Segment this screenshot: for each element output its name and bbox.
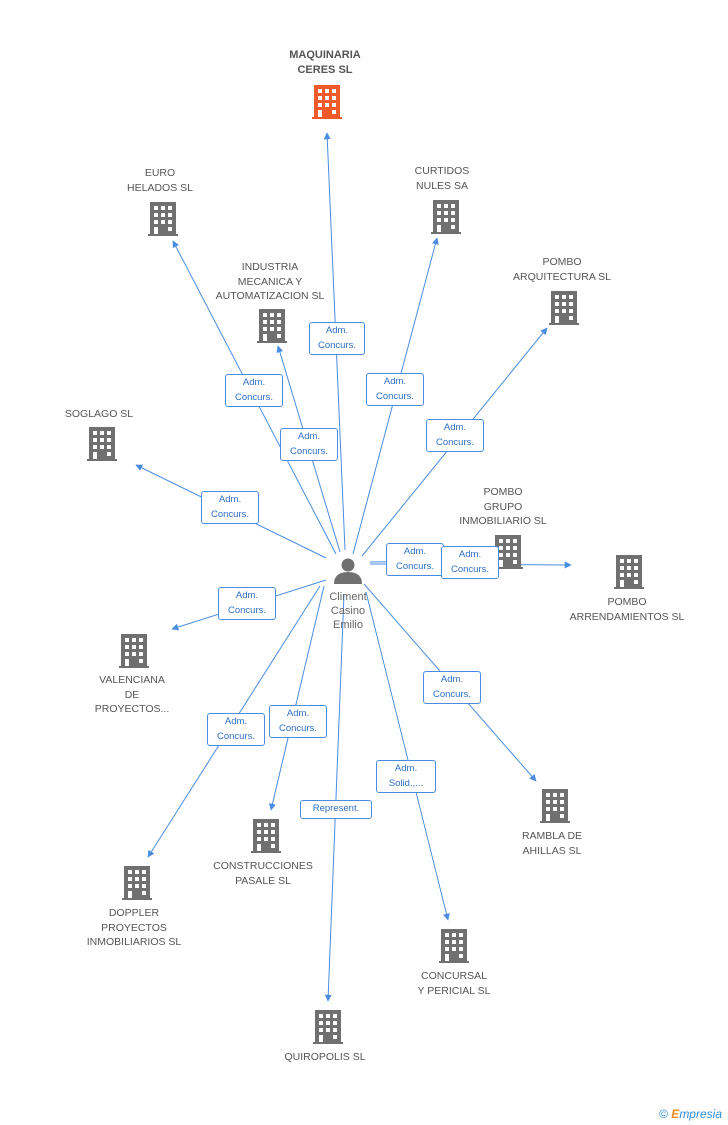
company-label-industria[interactable]: INDUSTRIA MECANICA Y AUTOMATIZACION SL [215,261,325,302]
company-label-pombo_arq[interactable]: POMBO ARQUITECTURA SL [512,256,612,283]
company-label-doppler[interactable]: DOPPLER PROYECTOS INMOBILIARIOS SL [86,907,182,948]
building-icon[interactable] [251,819,281,853]
company-label-pombo_grupo[interactable]: POMBO GRUPO INMOBILIARIO SL [459,486,547,527]
role-label-pombo_grupo: Adm. Concurs. [386,543,444,576]
role-label-curtidos: Adm. Concurs. [366,373,424,406]
edge-line-construcciones [269,585,325,811]
company-label-valenciana[interactable]: VALENCIANA DE PROYECTOS... [94,674,170,715]
role-label-rambla: Adm. Concurs. [423,671,481,704]
building-icon[interactable] [122,866,152,900]
building-icon[interactable] [87,427,117,461]
building-icon[interactable] [119,634,149,668]
building-icon[interactable] [148,202,178,236]
building-icon[interactable] [257,309,287,343]
company-label-rambla[interactable]: RAMBLA DE AHILLAS SL [521,830,583,857]
role-label-soglago: Adm. Concurs. [201,491,259,524]
company-label-curtidos[interactable]: CURTIDOS NULES SA [414,165,470,192]
role-label-industria: Adm. Concurs. [280,428,338,461]
building-icon[interactable] [313,1010,343,1044]
person-name-label[interactable]: Climent Casino Emilio [329,591,367,631]
role-label-maquinaria: Adm. Concurs. [309,322,365,355]
building-icon[interactable] [431,200,461,234]
copyright-icon: © [659,1107,668,1121]
role-label-doppler: Adm. Concurs. [207,713,265,746]
company-label-quiropolis[interactable]: QUIROPOLIS SL [284,1051,366,1063]
building-icon[interactable] [312,85,342,119]
role-label-valenciana: Adm. Concurs. [218,587,276,620]
edge-line-concursal [365,591,450,921]
building-icon[interactable] [540,789,570,823]
company-label-concursal[interactable]: CONCURSAL Y PERICIAL SL [417,970,491,997]
role-label-concursal: Adm. Solid.,... [376,760,436,793]
role-label-pombo_arq: Adm. Concurs. [426,419,484,452]
brand-logo-text: mpresia [679,1107,722,1121]
company-label-euro[interactable]: EURO HELADOS SL [127,167,193,194]
company-label-soglago[interactable]: SOGLAGO SL [64,408,134,420]
brand-logo-letter: E [671,1107,680,1121]
company-label-construcciones[interactable]: CONSTRUCCIONES PASALE SL [213,860,313,887]
company-label-maquinaria[interactable]: MAQUINARIA CERES SL [289,49,361,76]
edge-line-quiropolis [324,593,345,1002]
building-icon[interactable] [614,555,644,589]
role-label-pombo_arr: Adm. Concurs. [441,546,499,579]
role-label-construcciones: Adm. Concurs. [269,705,327,738]
footer-brand: © Empresia [659,1107,722,1121]
company-label-pombo_arr[interactable]: POMBO ARRENDAMIENTOS SL [569,596,685,623]
person-icon[interactable] [334,558,362,585]
role-label-euro: Adm. Concurs. [225,374,283,407]
building-icon[interactable] [549,291,579,325]
building-icon[interactable] [439,929,469,963]
role-label-quiropolis: Represent. [300,800,372,819]
